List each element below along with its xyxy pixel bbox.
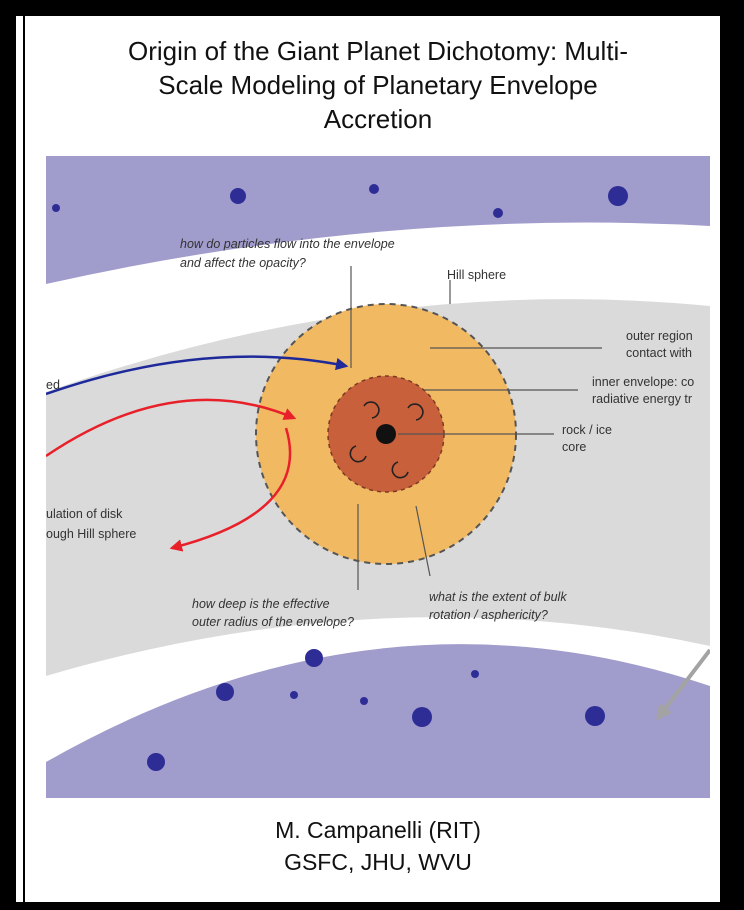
particle-icon [147,753,165,771]
circulation-in-arrow [46,398,297,458]
title-line-2: Scale Modeling of Planetary Envelope [158,70,598,100]
slide-title: Origin of the Giant Planet Dichotomy: Mu… [48,34,708,136]
question-rotation-line-1: what is the extent of bulk [429,590,567,604]
question-particles-line-2: and affect the opacity? [180,256,306,270]
question-depth-line-2: outer radius of the envelope? [192,615,354,629]
envelope-accretion-diagram: how do particles flow into the envelope … [46,156,710,798]
particle-icon [369,184,379,194]
particle-icon [230,188,246,204]
question-rotation-line-2: rotation / asphericity? [429,608,548,622]
core-label-1: rock / ice [562,423,612,437]
circulation-label-2: ough Hill sphere [46,527,136,541]
particle-icon [412,707,432,727]
inner-envelope-label-1: inner envelope: co [592,375,694,389]
outer-region-label-1: outer region [626,329,693,343]
frame-bottom-border [0,902,744,910]
authors-line-1: M. Campanelli (RIT) [275,817,481,843]
upper-disk-band [46,156,710,284]
lower-particles [147,649,605,771]
particle-icon [216,683,234,701]
frame-left-inner-line [23,16,25,910]
inner-envelope-label-2: radiative energy tr [592,392,692,406]
frame-top-border [0,0,744,16]
particle-icon [585,706,605,726]
particle-icon [471,670,479,678]
circulation-label-1: ulation of disk [46,507,123,521]
question-depth-line-1: how deep is the effective [192,597,330,611]
pointer-arrow [656,648,710,721]
swirl-icon [363,401,380,419]
convection-swirls [349,401,424,479]
left-partial-label: ed [46,378,60,392]
leader-line [415,505,431,577]
swirl-icon [407,403,424,421]
particle-icon [305,649,323,667]
circulation-out-arrow [169,427,292,552]
hill-sphere-label: Hill sphere [447,268,506,282]
upper-particles [52,184,628,218]
swirl-icon [349,445,367,463]
swirl-icon [391,461,409,479]
particle-icon [608,186,628,206]
authors-line-2: GSFC, JHU, WVU [284,849,472,875]
slide-authors: M. Campanelli (RIT) GSFC, JHU, WVU [48,814,708,878]
core-label-2: core [562,440,586,454]
title-line-1: Origin of the Giant Planet Dichotomy: Mu… [128,36,628,66]
frame-left-border [0,0,16,910]
frame-right-border [720,0,744,910]
question-particles-line-1: how do particles flow into the envelope [180,237,395,251]
particle-icon [290,691,298,699]
lower-disk-band [46,644,710,798]
particle-icon [52,204,60,212]
title-line-3: Accretion [323,104,433,134]
rock-ice-core [376,424,396,444]
outer-region-label-2: contact with [626,346,692,360]
inflow-arrow [46,355,349,396]
particle-icon [360,697,368,705]
particle-icon [493,208,503,218]
leader-lines [350,266,602,590]
